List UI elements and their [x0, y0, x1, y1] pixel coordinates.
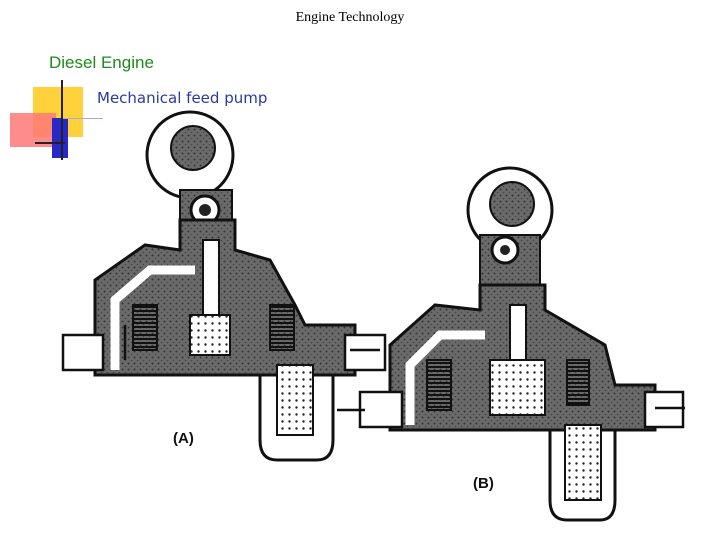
pump-a: (A): [61, 110, 387, 462]
section-title: Diesel Engine: [49, 53, 154, 72]
label-b: (B): [473, 475, 494, 492]
pump-b: (B): [337, 166, 685, 522]
label-a: (A): [173, 430, 194, 447]
feed-pump-diagram: (A) (B): [61, 110, 685, 522]
slide-subtitle: Mechanical feed pump: [97, 89, 268, 107]
header-title: Engine Technology: [295, 10, 405, 25]
